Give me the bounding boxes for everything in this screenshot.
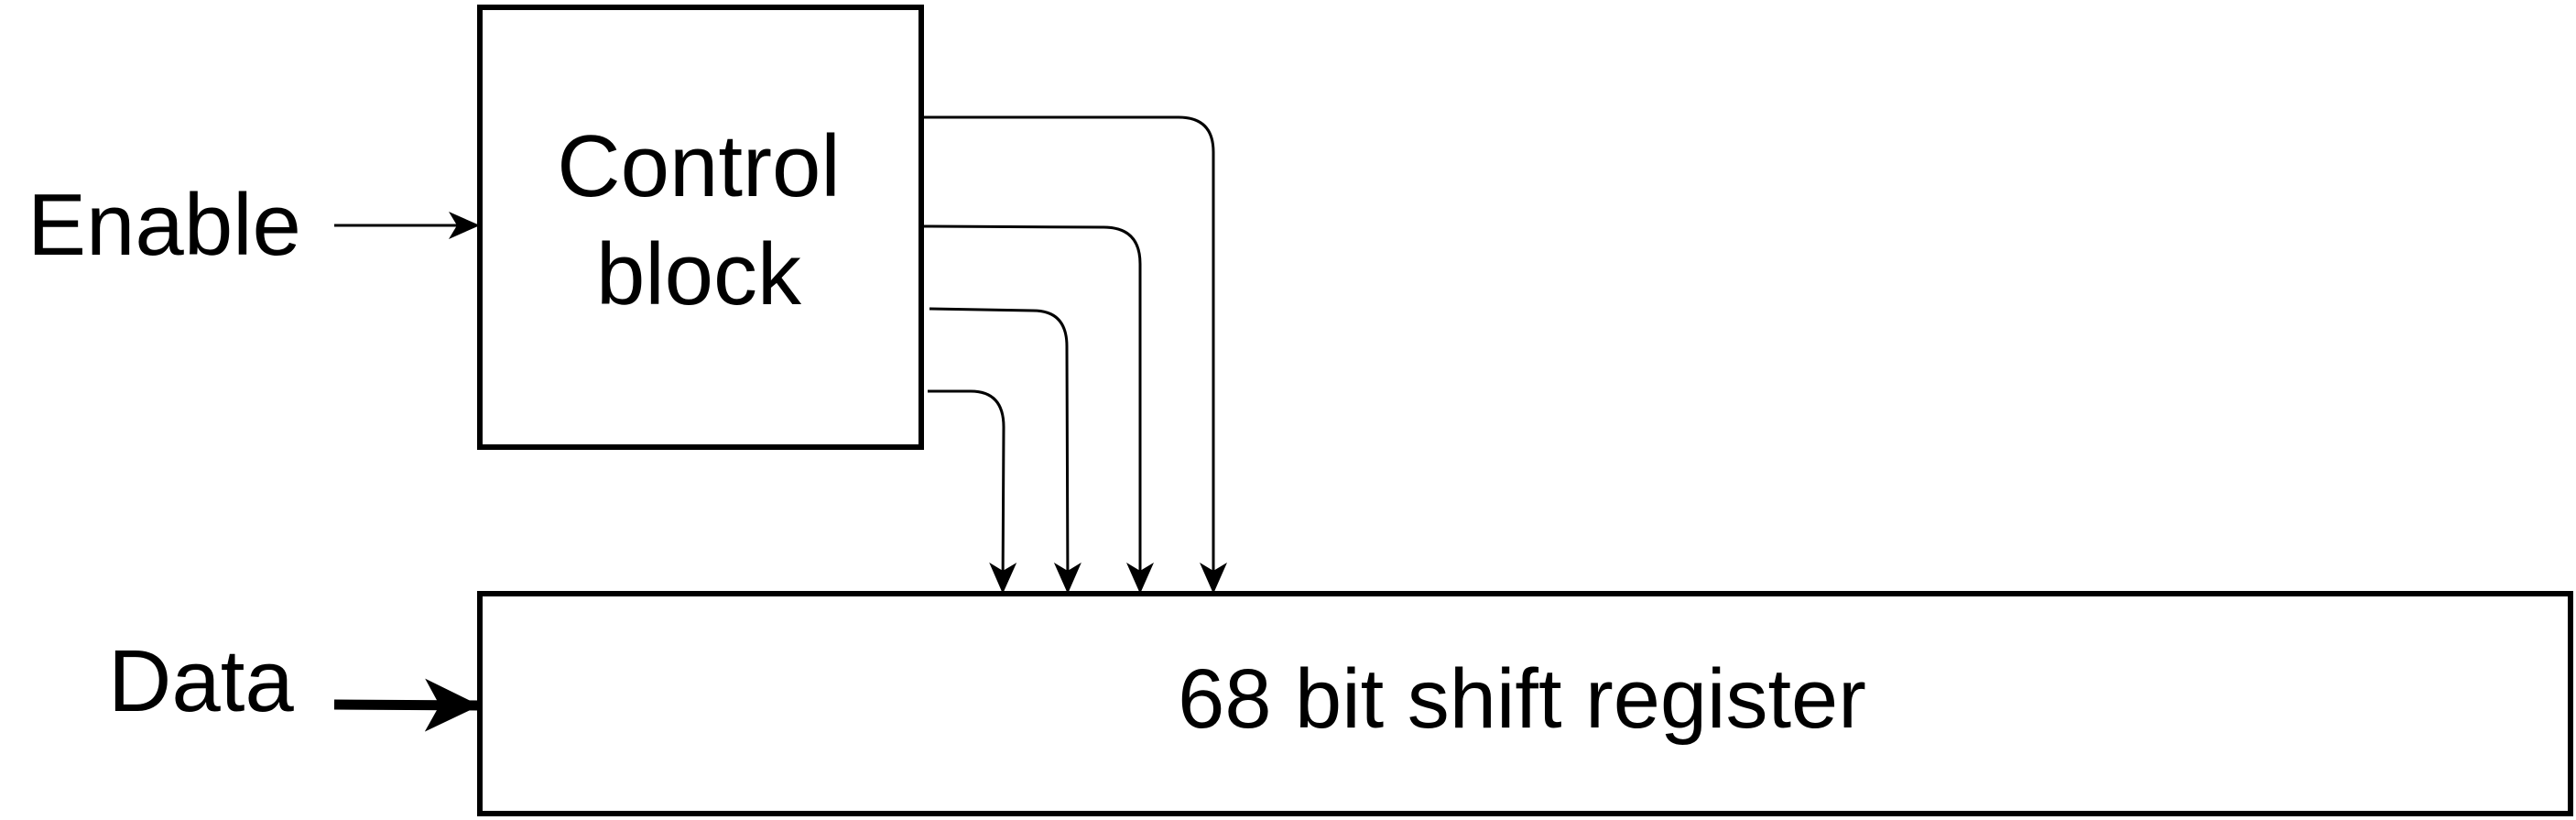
control-signal-line-3 xyxy=(929,307,1081,595)
data-input: Data xyxy=(108,632,481,732)
control-block-label-line1: Control xyxy=(557,117,840,215)
control-signal-line-1 xyxy=(921,115,1227,594)
control-signal-line-2 xyxy=(920,224,1154,594)
shift-register-label: 68 bit shift register xyxy=(1178,652,1866,746)
control-signal-lines xyxy=(920,115,1227,595)
control-block-label-line2: block xyxy=(596,225,802,323)
control-signal-line-4 xyxy=(928,389,1017,595)
enable-label: Enable xyxy=(27,176,301,274)
shift-register: 68 bit shift register xyxy=(477,591,2573,816)
enable-input: Enable xyxy=(27,176,480,274)
data-label: Data xyxy=(108,632,294,730)
control-block: Control block xyxy=(477,5,924,450)
